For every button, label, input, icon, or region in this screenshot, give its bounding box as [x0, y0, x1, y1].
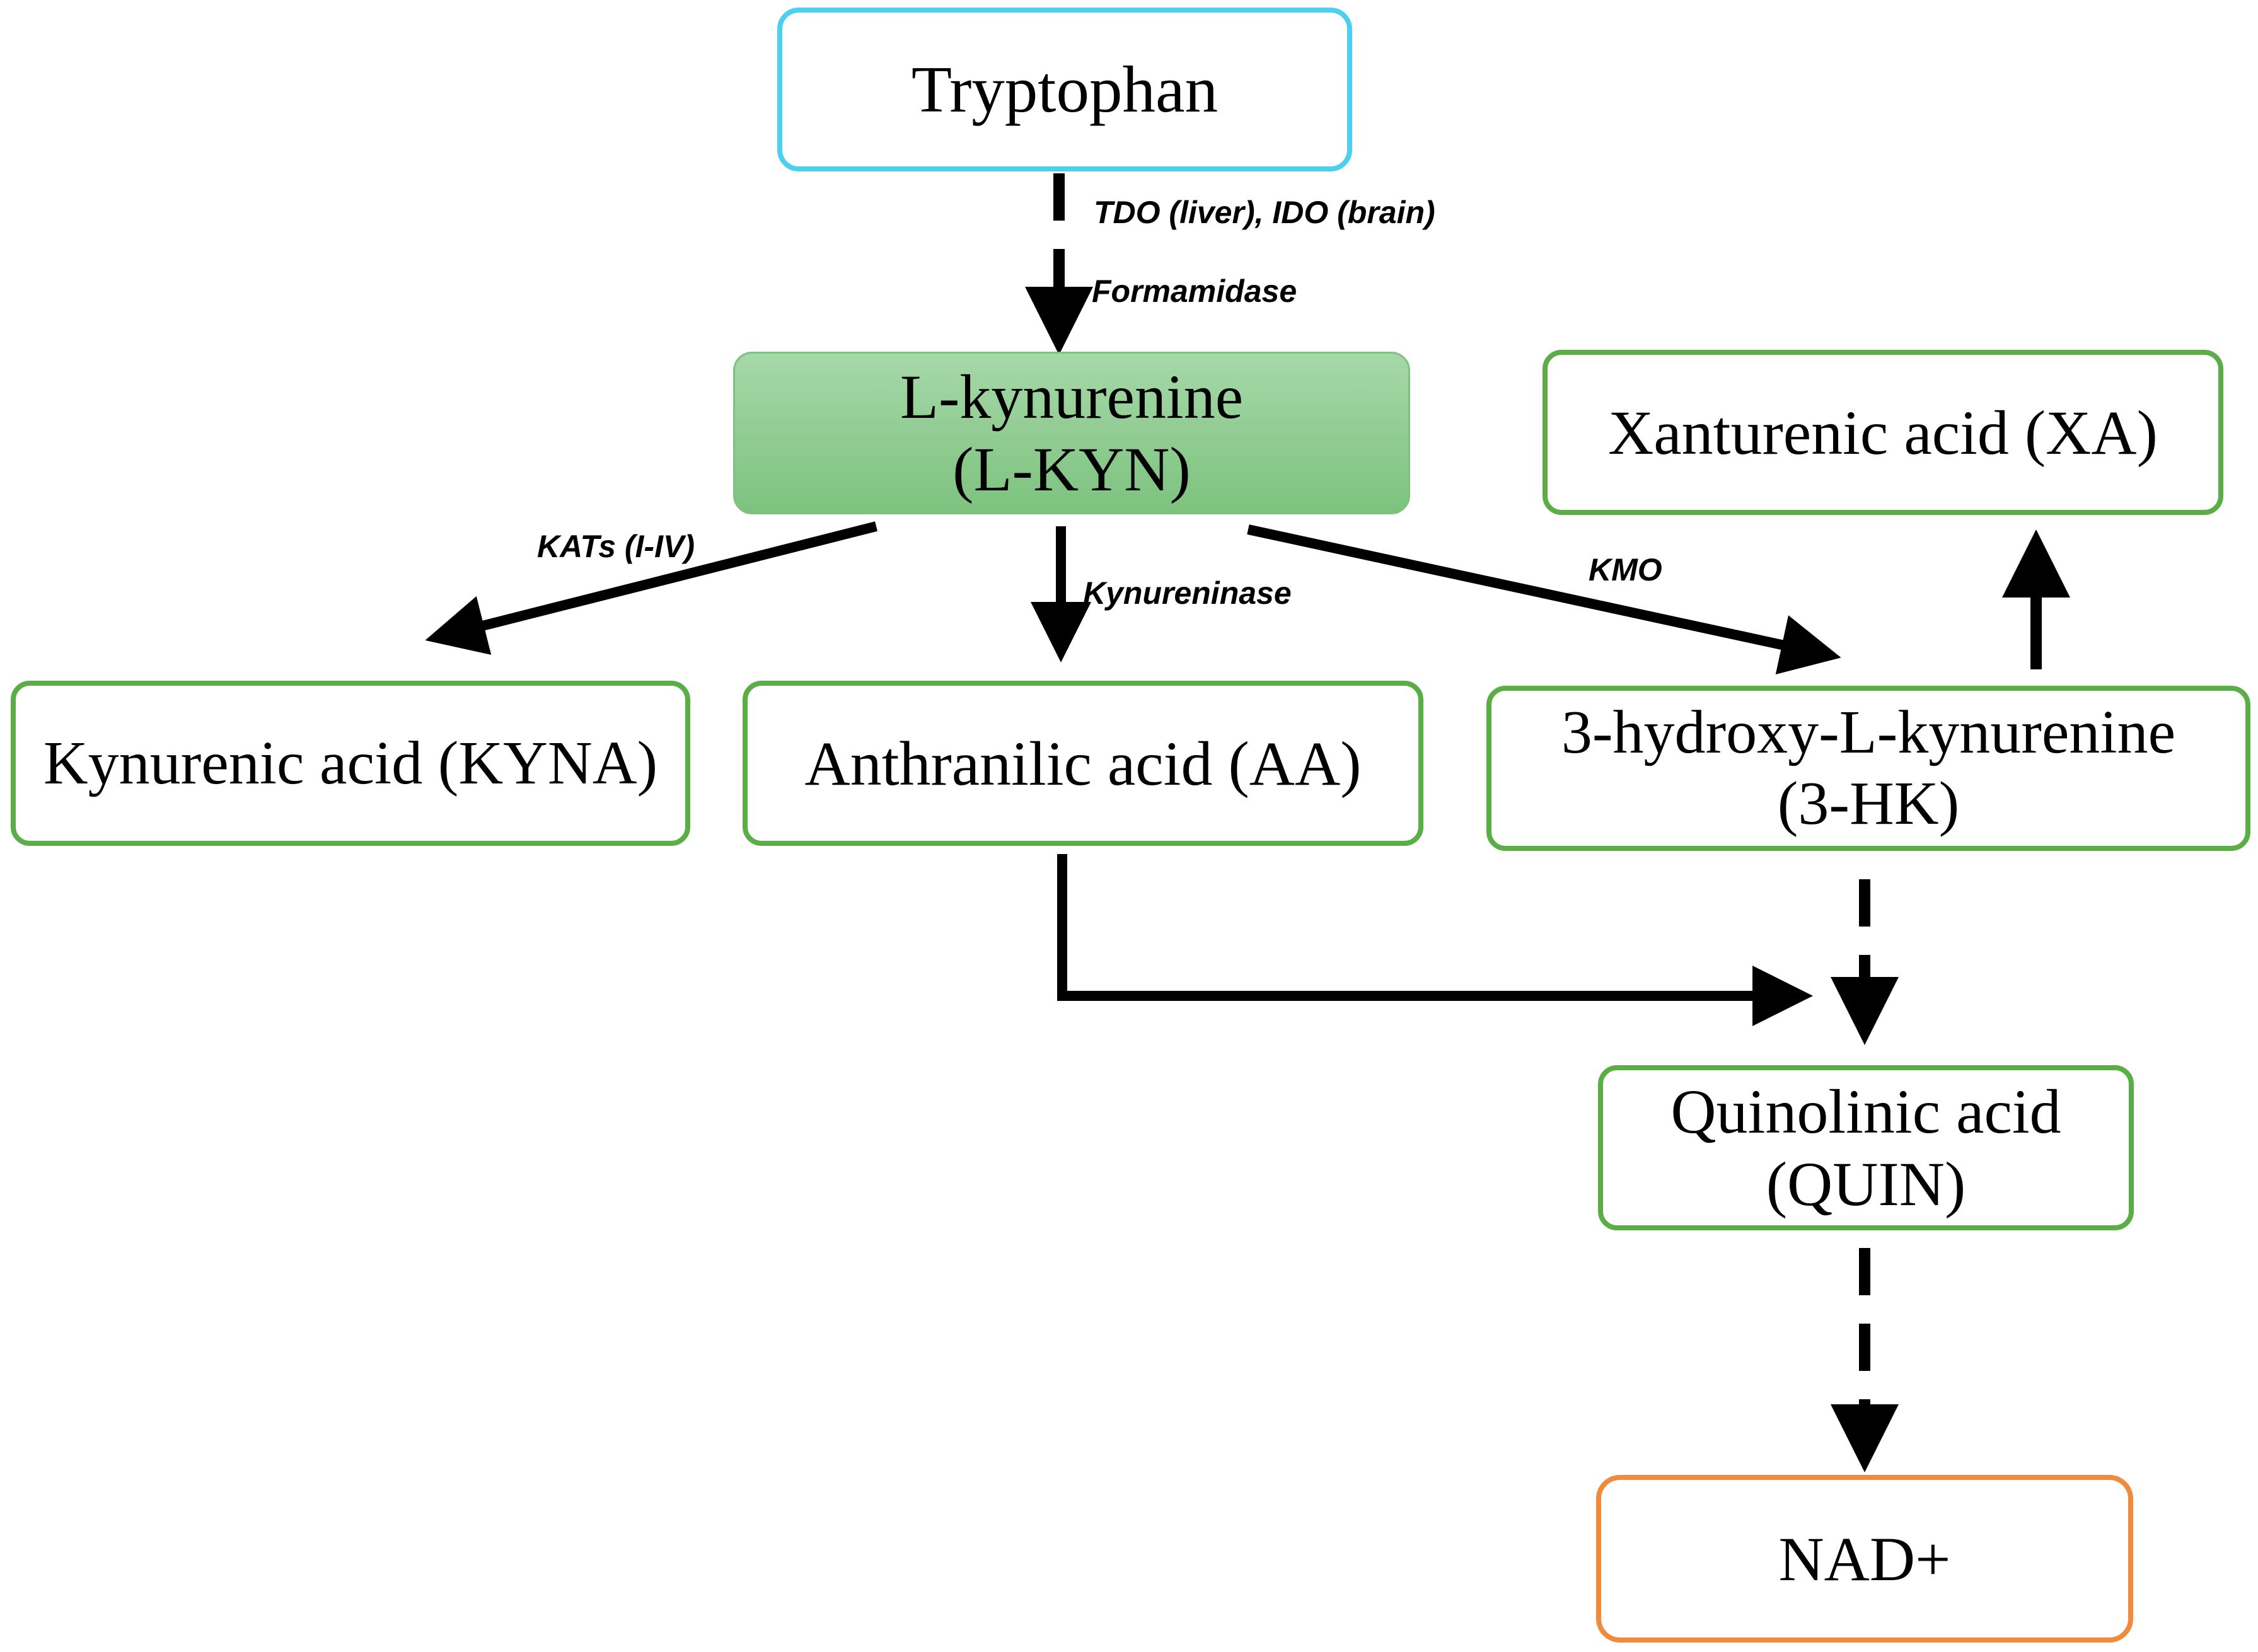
node-l-kynurenine-line1: L-kynurenine — [900, 362, 1244, 432]
enzyme-label-kats: KATs (I-IV) — [537, 529, 695, 564]
node-kynurenic-acid-label: Kynurenic acid (KYNA) — [43, 729, 658, 797]
arrow-kyn-to-kyna — [425, 521, 877, 655]
enzyme-label-kynureninase: Kynureninase — [1083, 575, 1292, 611]
node-tryptophan-label: Tryptophan — [911, 52, 1219, 126]
node-3-hydroxy-kynurenine-line1: 3-hydroxy-L-kynurenine — [1561, 698, 2176, 767]
node-anthranilic-acid-label: Anthranilic acid (AA) — [804, 728, 1362, 799]
node-l-kynurenine-line2: (L-KYN) — [952, 434, 1191, 504]
node-anthranilic-acid: Anthranilic acid (AA) — [743, 681, 1423, 846]
node-quinolinic-acid-line2: (QUIN) — [1766, 1149, 1966, 1219]
node-quinolinic-acid-line1: Quinolinic acid — [1670, 1077, 2061, 1147]
enzyme-label-formamidase: Formamidase — [1092, 274, 1297, 309]
node-kynurenic-acid: Kynurenic acid (KYNA) — [11, 681, 690, 846]
node-quinolinic-acid: Quinolinic acid (QUIN) — [1598, 1065, 2134, 1230]
node-nad: NAD+ — [1596, 1475, 2133, 1643]
node-xanthurenic-acid-label: Xanturenic acid (XA) — [1608, 397, 2158, 468]
enzyme-label-tdo-ido: TDO (liver), IDO (brain) — [1094, 195, 1435, 230]
node-xanthurenic-acid: Xanturenic acid (XA) — [1543, 350, 2223, 515]
node-tryptophan: Tryptophan — [777, 8, 1352, 171]
enzyme-label-kmo: KMO — [1589, 552, 1662, 587]
arrow-aa-to-quin — [1057, 854, 1813, 1026]
arrow-kyn-to-3hk — [1247, 524, 1841, 675]
node-l-kynurenine: L-kynurenine (L-KYN) — [733, 352, 1410, 514]
node-3-hydroxy-kynurenine-line2: (3-HK) — [1777, 770, 1960, 838]
node-nad-label: NAD+ — [1778, 1523, 1951, 1594]
node-3-hydroxy-kynurenine: 3-hydroxy-L-kynurenine (3-HK) — [1486, 686, 2250, 851]
